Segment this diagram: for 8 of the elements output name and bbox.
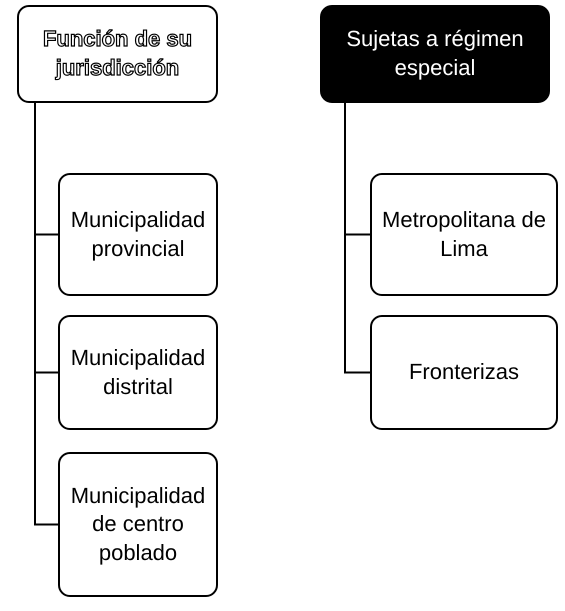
connector-line <box>344 103 370 374</box>
category-box: Municipalidad distrital <box>58 315 218 430</box>
category-box: Municipalidad de centro poblado <box>58 452 218 597</box>
category-box: Metropolitana de Lima <box>370 173 558 296</box>
header-box: Sujetas a régimen especial <box>320 5 550 103</box>
category-box: Municipalidad provincial <box>58 173 218 296</box>
category-box: Fronterizas <box>370 315 558 430</box>
header-box: Función de su jurisdicción <box>17 5 218 103</box>
